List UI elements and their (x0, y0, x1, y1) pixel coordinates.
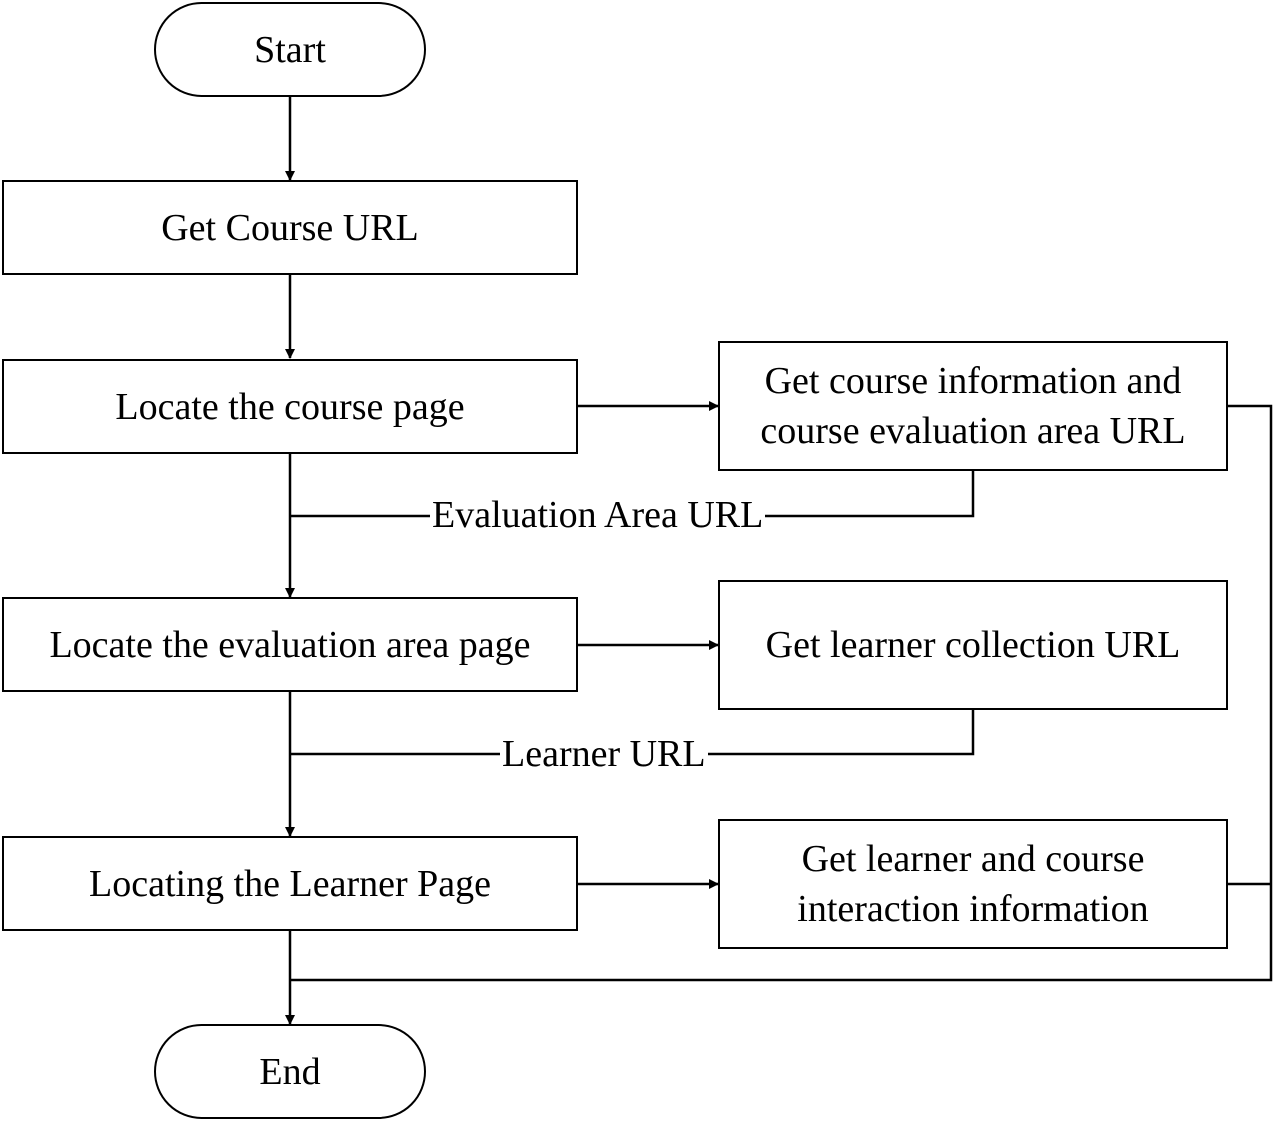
end-terminal: End (154, 1024, 426, 1119)
start-label: Start (254, 28, 326, 71)
locate-learner-page-label: Locating the Learner Page (89, 862, 491, 905)
get-course-info-line-2: course evaluation area URL (760, 410, 1186, 452)
evaluation-area-url-label: Evaluation Area URL (430, 493, 766, 537)
get-course-url-label: Get Course URL (161, 206, 419, 249)
get-learner-collection-label: Get learner collection URL (765, 624, 1181, 666)
locate-eval-page-label: Locate the evaluation area page (49, 623, 531, 666)
get-learner-interaction-line-1: Get learner and course (801, 838, 1145, 880)
loop-course-info-to-end (290, 404, 1273, 982)
get-learner-interaction-line-2: interaction information (797, 888, 1149, 930)
locate-course-page-step: Locate the course page (2, 359, 578, 454)
locate-learner-page-step: Locating the Learner Page (2, 836, 578, 931)
learner-url-label: Learner URL (500, 732, 708, 776)
get-learner-collection-step: Get learner collection URL (718, 580, 1228, 710)
start-terminal: Start (154, 2, 426, 97)
end-label: End (259, 1050, 321, 1093)
locate-eval-page-step: Locate the evaluation area page (2, 597, 578, 692)
get-course-url-step: Get Course URL (2, 180, 578, 275)
get-learner-interaction-step: Get learner and course interaction infor… (718, 819, 1228, 949)
get-course-info-step: Get course information and course evalua… (718, 341, 1228, 471)
locate-course-page-label: Locate the course page (115, 385, 465, 428)
get-course-info-line-1: Get course information and (764, 360, 1182, 402)
